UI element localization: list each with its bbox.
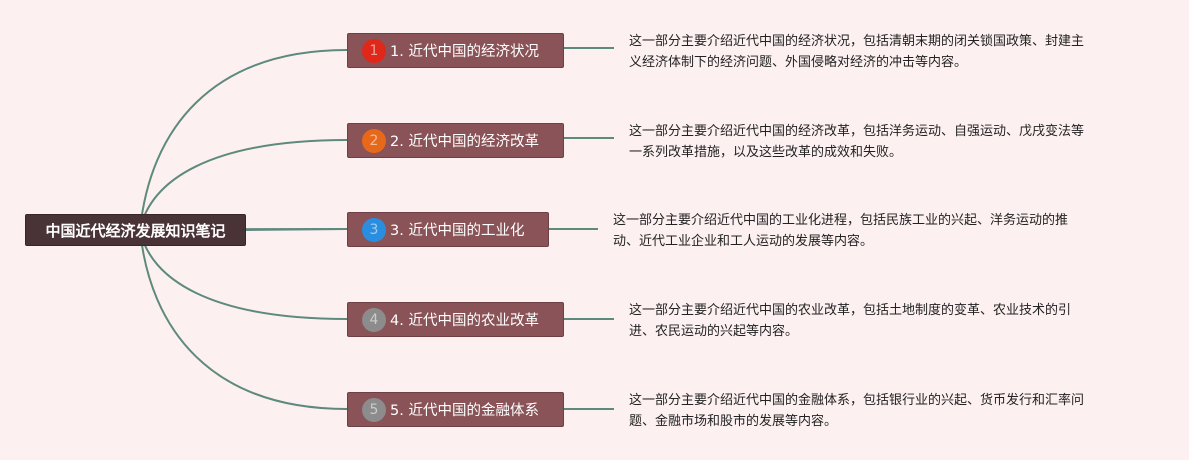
description-line: 题、金融市场和股市的发展等内容。 (629, 414, 838, 429)
root-center-connector (245, 228, 348, 231)
description-line: 一系列改革措施，以及这些改革的成效和失败。 (629, 145, 903, 160)
branch-to-description-connectors (549, 47, 614, 410)
root-branch-connector-5 (139, 229, 348, 410)
root-title: 中国近代经济发展知识笔记 (45, 221, 226, 240)
branch-node-4[interactable]: 4 4. 近代中国的农业改革 (347, 302, 564, 337)
branch-description-1: 这一部分主要介绍近代中国的经济状况，包括清朝末期的闭关锁国政策、封建主 义经济体… (629, 31, 1084, 73)
description-line: 这一部分主要介绍近代中国的工业化进程，包括民族工业的兴起、洋务运动的推 (613, 213, 1069, 228)
description-line: 进、农民运动的兴起等内容。 (629, 324, 799, 339)
branch-label: 5. 近代中国的金融体系 (390, 403, 539, 419)
branch-node-2[interactable]: 2 2. 近代中国的经济改革 (347, 123, 564, 158)
branch-description-4: 这一部分主要介绍近代中国的农业改革，包括土地制度的变革、农业技术的引 进、农民运… (629, 300, 1071, 342)
branch-description-2: 这一部分主要介绍近代中国的经济改革，包括洋务运动、自强运动、戊戌变法等 一系列改… (629, 121, 1084, 163)
root-branch-connector-4 (139, 229, 348, 320)
branch-description-5: 这一部分主要介绍近代中国的金融体系，包括银行业的兴起、货币发行和汇率问 题、金融… (629, 390, 1084, 432)
number-badge-icon: 2 (362, 128, 386, 153)
number-badge-icon: 5 (362, 397, 386, 422)
branch-label: 1. 近代中国的经济状况 (390, 44, 539, 60)
branch-description-3: 这一部分主要介绍近代中国的工业化进程，包括民族工业的兴起、洋务运动的推 动、近代… (613, 210, 1068, 252)
description-line: 动、近代工业企业和工人运动的发展等内容。 (613, 234, 874, 249)
branch-node-5[interactable]: 5 5. 近代中国的金融体系 (347, 392, 564, 427)
description-line: 这一部分主要介绍近代中国的金融体系，包括银行业的兴起、货币发行和汇率问 (629, 393, 1085, 408)
root-branch-connector-2 (139, 139, 348, 231)
branch-node-1[interactable]: 1 1. 近代中国的经济状况 (347, 33, 564, 68)
description-line: 这一部分主要介绍近代中国的经济改革，包括洋务运动、自强运动、戊戌变法等 (629, 124, 1085, 139)
number-badge-icon: 4 (362, 307, 386, 332)
description-line: 这一部分主要介绍近代中国的经济状况，包括清朝末期的闭关锁国政策、封建主 (629, 34, 1085, 49)
branch-node-3[interactable]: 3 3. 近代中国的工业化 (347, 212, 549, 247)
description-line: 义经济体制下的经济问题、外国侵略对经济的冲击等内容。 (629, 55, 968, 70)
number-badge-icon: 3 (362, 217, 386, 242)
number-badge-icon: 1 (362, 38, 386, 63)
root-node[interactable]: 中国近代经济发展知识笔记 (25, 214, 246, 246)
branch-label: 3. 近代中国的工业化 (390, 223, 525, 239)
branch-label: 4. 近代中国的农业改革 (390, 313, 539, 329)
description-line: 这一部分主要介绍近代中国的农业改革，包括土地制度的变革、农业技术的引 (629, 303, 1072, 318)
root-branch-connector-1 (139, 49, 348, 231)
branch-label: 2. 近代中国的经济改革 (390, 134, 539, 150)
